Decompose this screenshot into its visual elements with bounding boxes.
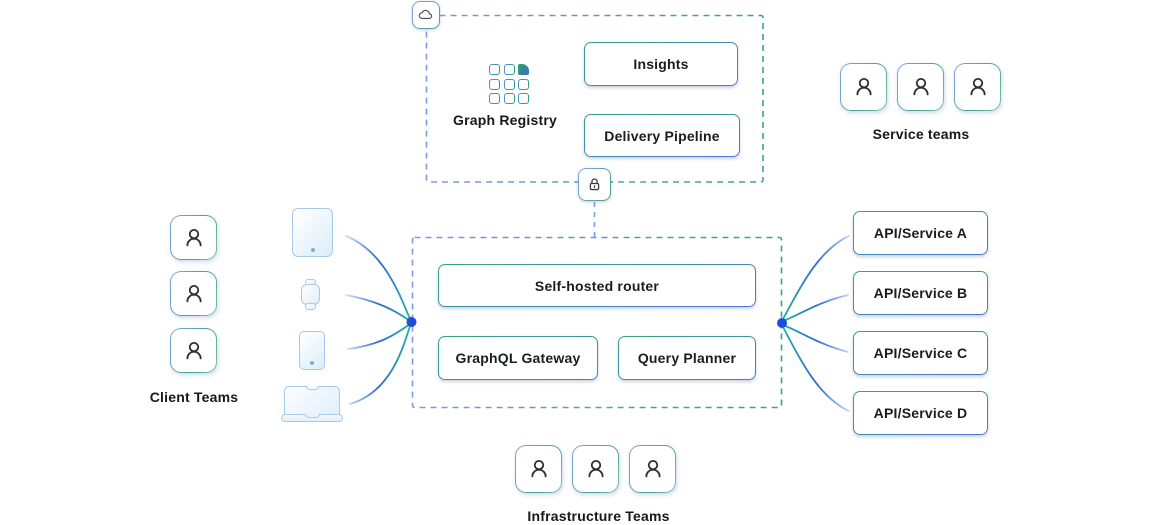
- service-fan-wire-a: [782, 235, 850, 320]
- person-icon: [644, 459, 661, 478]
- client-fan-wire-laptop: [349, 325, 411, 405]
- left-junction-dot: [406, 317, 417, 327]
- router-panel: [411, 236, 783, 409]
- service-fan-wire-d: [782, 326, 850, 412]
- person-icon: [185, 284, 202, 302]
- delivery-pipeline-button[interactable]: Delivery Pipeline: [584, 114, 740, 157]
- client-team-card: [170, 328, 217, 373]
- query-planner-node[interactable]: Query Planner: [618, 336, 756, 380]
- person-icon: [969, 77, 986, 96]
- client-fan-wire-tablet: [345, 235, 411, 320]
- client-fan-wire-watch: [345, 294, 411, 322]
- service-fan-wire-b: [782, 294, 849, 322]
- person-icon: [530, 459, 547, 478]
- service-team-card: [897, 63, 944, 111]
- graphql-gateway-node[interactable]: GraphQL Gateway: [438, 336, 598, 380]
- person-icon: [912, 77, 929, 96]
- service-team-card: [840, 63, 887, 111]
- infrastructure-teams-label: Infrastructure Teams: [527, 508, 670, 524]
- infrastructure-team-card: [629, 445, 676, 493]
- client-team-card: [170, 271, 217, 316]
- lock-icon: [578, 168, 611, 201]
- self-hosted-router-node[interactable]: Self-hosted router: [438, 264, 756, 307]
- api-service-b-node[interactable]: API/Service B: [853, 271, 988, 315]
- service-teams-label: Service teams: [872, 126, 970, 142]
- graph-registry-label: Graph Registry: [453, 112, 557, 128]
- insights-button[interactable]: Insights: [584, 42, 738, 86]
- watch-icon: [301, 279, 320, 310]
- tablet-icon: [292, 208, 333, 257]
- client-team-card: [170, 215, 217, 260]
- graph-registry-grid-icon: [489, 64, 529, 104]
- service-team-card: [954, 63, 1001, 111]
- person-icon: [587, 459, 604, 478]
- person-icon: [185, 228, 202, 246]
- person-icon: [185, 341, 202, 359]
- infrastructure-team-card: [515, 445, 562, 493]
- infrastructure-team-card: [572, 445, 619, 493]
- laptop-icon: [281, 386, 343, 423]
- graph-registry-panel: [425, 14, 764, 183]
- api-service-d-node[interactable]: API/Service D: [853, 391, 988, 435]
- api-service-a-node[interactable]: API/Service A: [853, 211, 988, 255]
- right-junction-dot: [777, 318, 787, 328]
- client-teams-label: Client Teams: [149, 389, 239, 405]
- cloud-icon: [412, 1, 440, 29]
- service-fan-wire-c: [782, 324, 849, 353]
- phone-icon: [299, 331, 325, 370]
- person-icon: [855, 77, 872, 96]
- api-service-c-node[interactable]: API/Service C: [853, 331, 988, 375]
- client-fan-wire-phone: [347, 323, 411, 350]
